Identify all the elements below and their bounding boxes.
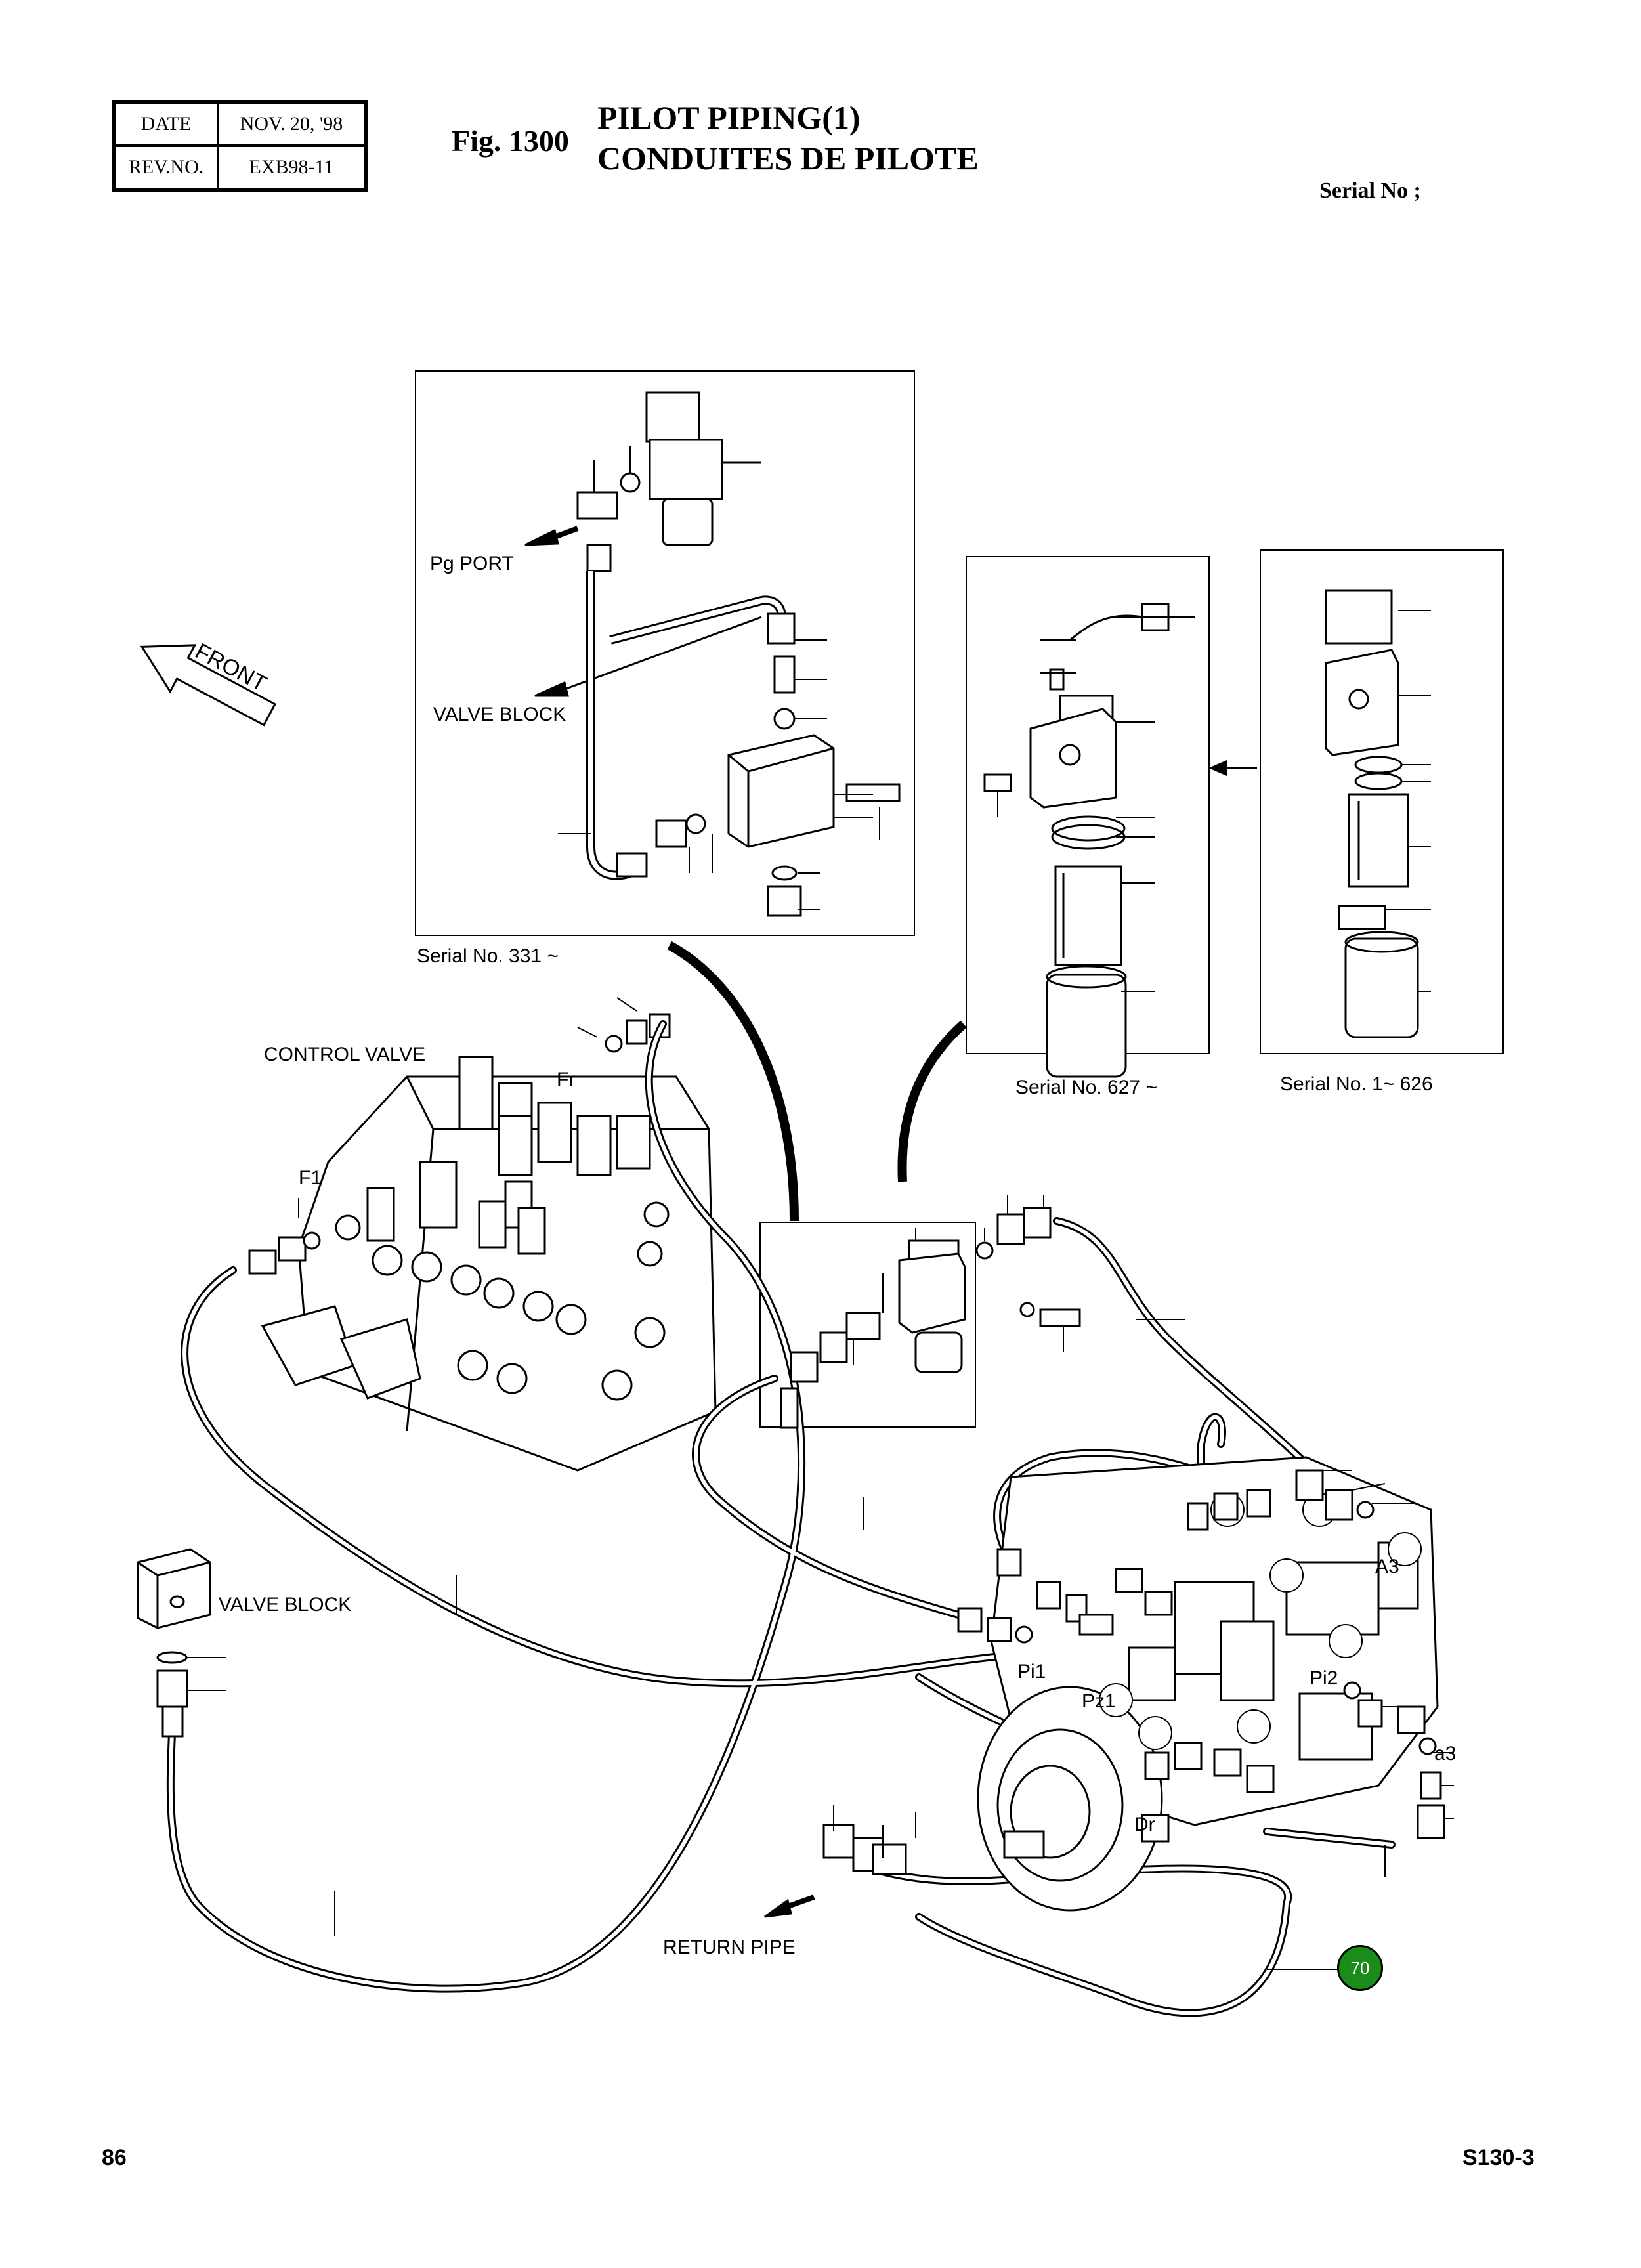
center-solenoid-icon (780, 1207, 1081, 1429)
valve-block-icon (137, 1548, 211, 1738)
solenoid-627-icon (983, 603, 1170, 1078)
solenoid-626-icon (1325, 589, 1419, 1038)
port-pi2-label: Pi2 (1310, 1667, 1338, 1689)
rev-value: EXB98-11 (218, 146, 365, 189)
manifold-block-icon (616, 734, 901, 917)
port-pi1-label: Pi1 (1017, 1661, 1046, 1682)
page-subtitle: CONDUITES DE PILOTE (597, 140, 979, 177)
control-valve-icon (261, 1056, 717, 1472)
hydraulic-pump-icon (977, 1456, 1439, 1912)
return-pipe-label: RETURN PIPE (663, 1936, 796, 1958)
date-value: NOV. 20, '98 (218, 102, 365, 146)
leader-curve-right (897, 1020, 967, 1182)
serial-331-label: Serial No. 331 ~ (417, 945, 559, 967)
top-fittings-icon (576, 446, 641, 572)
callout-70[interactable]: 70 (1337, 1945, 1383, 1991)
serial-627-label: Serial No. 627 ~ (1015, 1077, 1157, 1098)
detail-frame-serial-1-626 (1260, 549, 1504, 1054)
serial-number-label: Serial No ; (1319, 179, 1421, 203)
serial-1-626-label: Serial No. 1~ 626 (1280, 1073, 1433, 1095)
port-a3-label: A3 (1375, 1556, 1399, 1577)
page-title: PILOT PIPING(1) (597, 99, 861, 136)
model-number: S130-3 (1462, 2145, 1535, 2170)
port-pz1-label: Pz1 (1082, 1690, 1116, 1712)
pressure-switch-icon (645, 391, 761, 546)
page-number: 86 (102, 2145, 127, 2170)
leader-curve-left (667, 941, 799, 1222)
figure-number: Fig. 1300 (452, 124, 569, 158)
revision-table: DATE NOV. 20, '98 REV.NO. EXB98-11 (112, 100, 368, 192)
front-arrow-icon (140, 644, 276, 727)
pg-port-label: Pg PORT (430, 553, 514, 574)
valve-block-top-label: VALVE BLOCK (433, 704, 566, 725)
detail-frame-serial-331 (415, 370, 915, 936)
valve-block-left-label: VALVE BLOCK (219, 1594, 352, 1615)
date-label: DATE (114, 102, 218, 146)
port-fr-label: Fr (557, 1069, 576, 1090)
rev-label: REV.NO. (114, 146, 218, 189)
port-a3-lower-label: a3 (1434, 1743, 1457, 1765)
port-dr-label: Dr (1134, 1814, 1155, 1835)
detail-frame-center (759, 1222, 976, 1428)
port-f1-label: F1 (299, 1167, 322, 1189)
control-valve-label: CONTROL VALVE (264, 1044, 426, 1065)
